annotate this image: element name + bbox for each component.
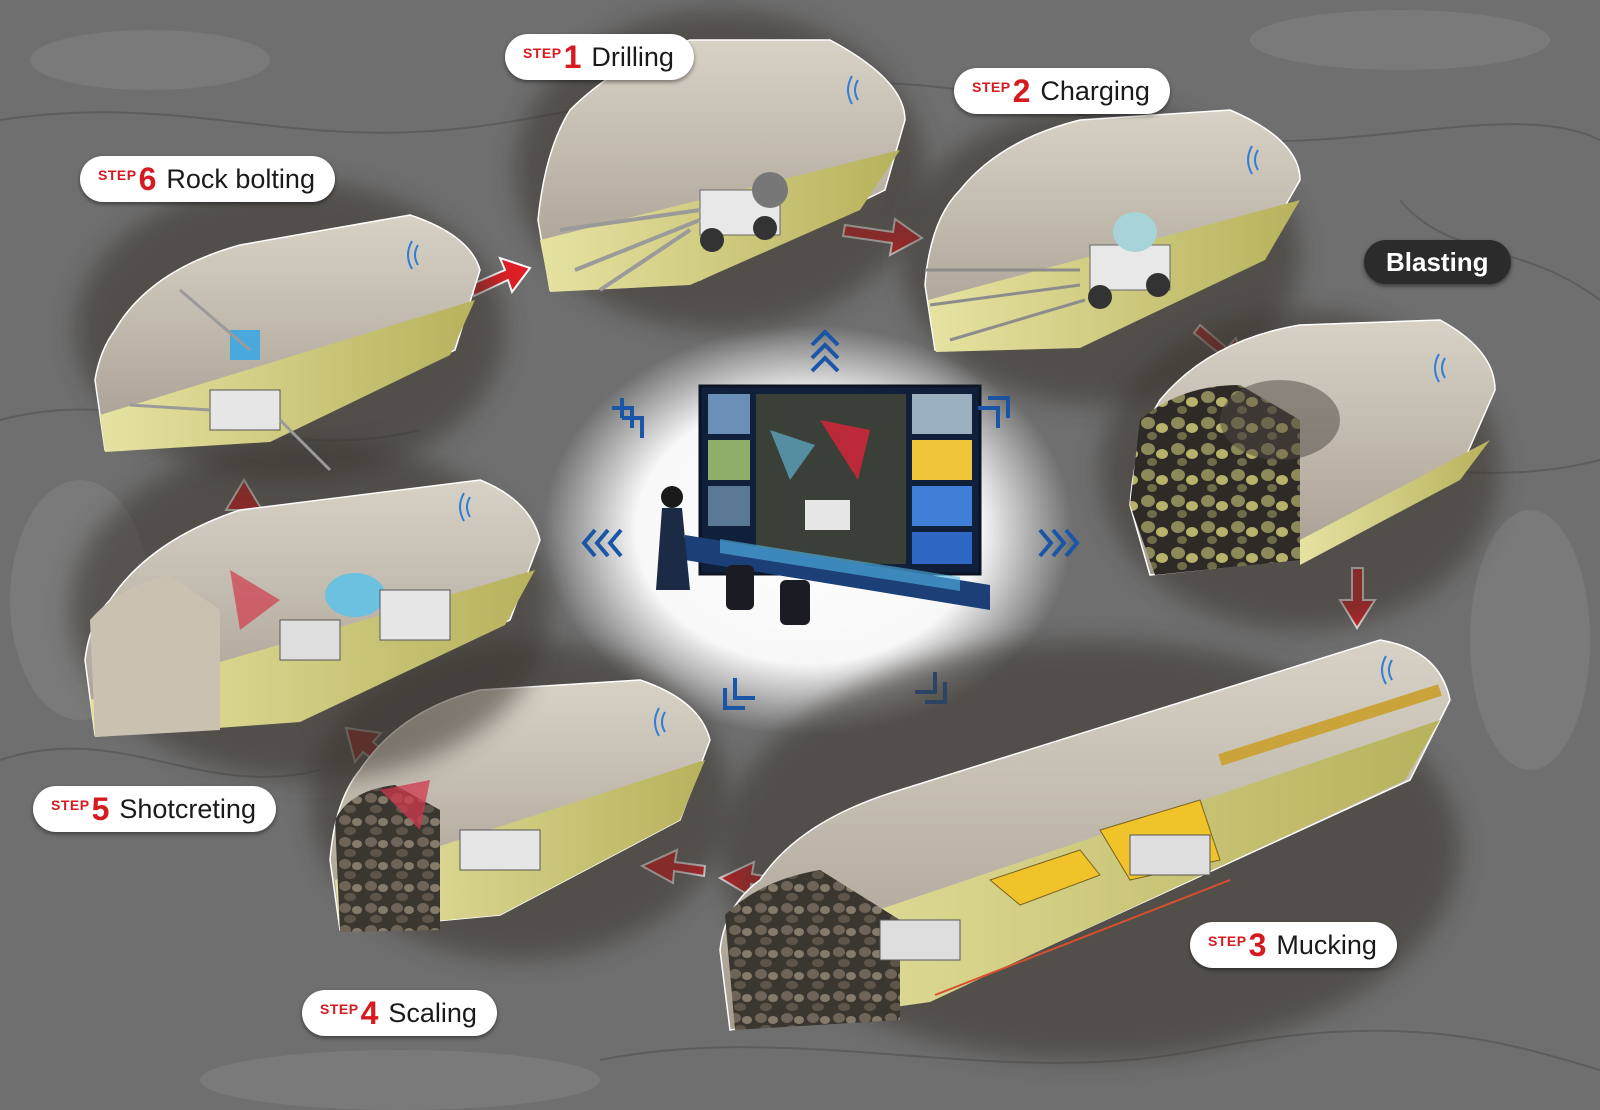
step-name: Shotcreting [119,793,256,824]
tunnel-step-3-mucking [719,639,1460,1060]
step-number: 3 [1248,926,1267,963]
step-name: Rock bolting [166,163,315,194]
wifi-signal-icon [407,75,1446,737]
step-number: 1 [563,38,582,75]
step-name: Scaling [388,997,477,1028]
tunnel-step-1-drilling [515,10,925,330]
step-name: Charging [1040,75,1150,106]
step-name: Drilling [591,41,674,72]
step-number: 5 [91,790,110,827]
step-number: 2 [1012,72,1031,109]
step-1-label: STEP 1 Drilling [505,34,694,80]
step-word: STEP [523,45,562,61]
step-2-label: STEP 2 Charging [954,68,1170,114]
step-number: 4 [360,994,379,1031]
step-word: STEP [98,167,137,183]
step-3-label: STEP 3 Mucking [1190,922,1397,968]
step-word: STEP [320,1001,359,1017]
step-number: 6 [138,160,157,197]
control-room-illustration [656,384,990,625]
step-6-label: STEP 6 Rock bolting [80,156,335,202]
step-word: STEP [1208,933,1247,949]
tunnel-step-5-shotcreting [70,440,550,780]
step-5-label: STEP 5 Shotcreting [33,786,276,832]
step-name: Mucking [1276,929,1377,960]
step-word: STEP [51,797,90,813]
blasting-label: Blasting [1364,240,1511,284]
tunnel-step-6-rock-bolting [75,180,505,480]
step-4-label: STEP 4 Scaling [302,990,497,1036]
tunnel-step-2-charging [900,105,1301,405]
step-word: STEP [972,79,1011,95]
tunnel-blasting [1100,310,1500,630]
